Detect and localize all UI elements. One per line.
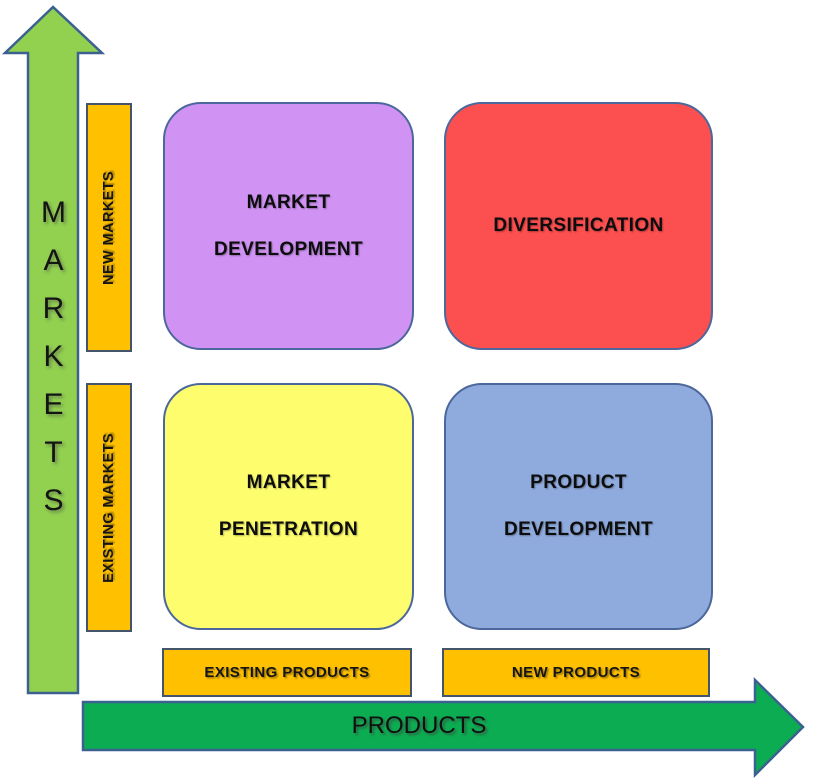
row-label-text: NEW MARKETS bbox=[101, 170, 117, 285]
x-axis-label-products: PRODUCTS bbox=[351, 712, 487, 739]
col-label-existing-products: EXISTING PRODUCTS bbox=[162, 648, 412, 697]
up-arrow-icon bbox=[1, 5, 106, 695]
quadrant-product-development: PRODUCT DEVELOPMENT bbox=[444, 383, 713, 630]
quadrant-diversification: DIVERSIFICATION bbox=[444, 102, 713, 350]
col-label-text: EXISTING PRODUCTS bbox=[204, 664, 370, 681]
quadrant-label-line2: DEVELOPMENT bbox=[213, 238, 364, 260]
col-label-text: NEW PRODUCTS bbox=[511, 664, 641, 681]
right-arrow-icon bbox=[81, 677, 805, 779]
quadrant-market-development: MARKET DEVELOPMENT bbox=[163, 102, 414, 350]
quadrant-market-penetration: MARKET PENETRATION bbox=[163, 383, 414, 630]
quadrant-label-line1: DIVERSIFICATION bbox=[493, 215, 664, 236]
row-label-new-markets: NEW MARKETS bbox=[86, 103, 132, 352]
quadrant-label-line2: DEVELOPMENT bbox=[503, 519, 654, 540]
row-label-text: EXISTING MARKETS bbox=[101, 432, 117, 583]
y-axis-label-markets: MARKETS bbox=[37, 196, 70, 532]
quadrant-label-line1: MARKET bbox=[246, 191, 331, 213]
quadrant-label-line1: MARKET bbox=[246, 472, 331, 493]
quadrant-label-line2: PENETRATION bbox=[218, 519, 359, 540]
quadrant-label-line1: PRODUCT bbox=[530, 472, 627, 493]
col-label-new-products: NEW PRODUCTS bbox=[442, 648, 710, 697]
row-label-existing-markets: EXISTING MARKETS bbox=[86, 383, 132, 632]
